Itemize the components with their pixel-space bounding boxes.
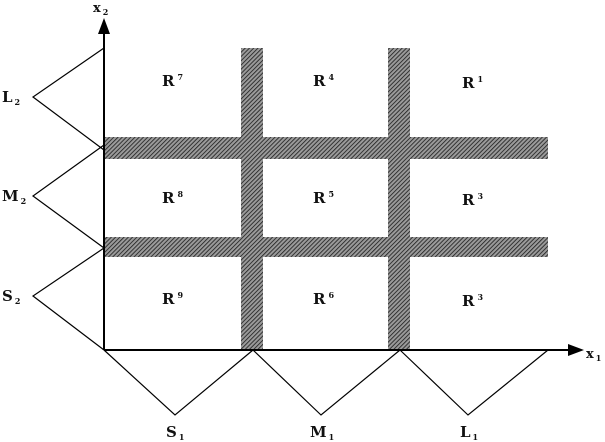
membership-function-large-x1 (399, 349, 549, 416)
membership-function-small-x2 (31, 247, 105, 351)
vertical-overlap-band-left (241, 48, 263, 350)
horizontal-overlap-band-upper (104, 137, 548, 159)
vertical-overlap-band-right (388, 48, 410, 350)
membership-function-medium-x1 (252, 349, 401, 416)
membership-function-medium-x2 (31, 144, 105, 249)
horizontal-overlap-band-lower (104, 237, 548, 257)
membership-function-small-x1 (103, 349, 254, 416)
x2-axis-arrowhead (98, 18, 110, 34)
x1-axis-arrowhead (568, 344, 584, 356)
membership-function-large-x2 (31, 47, 105, 151)
